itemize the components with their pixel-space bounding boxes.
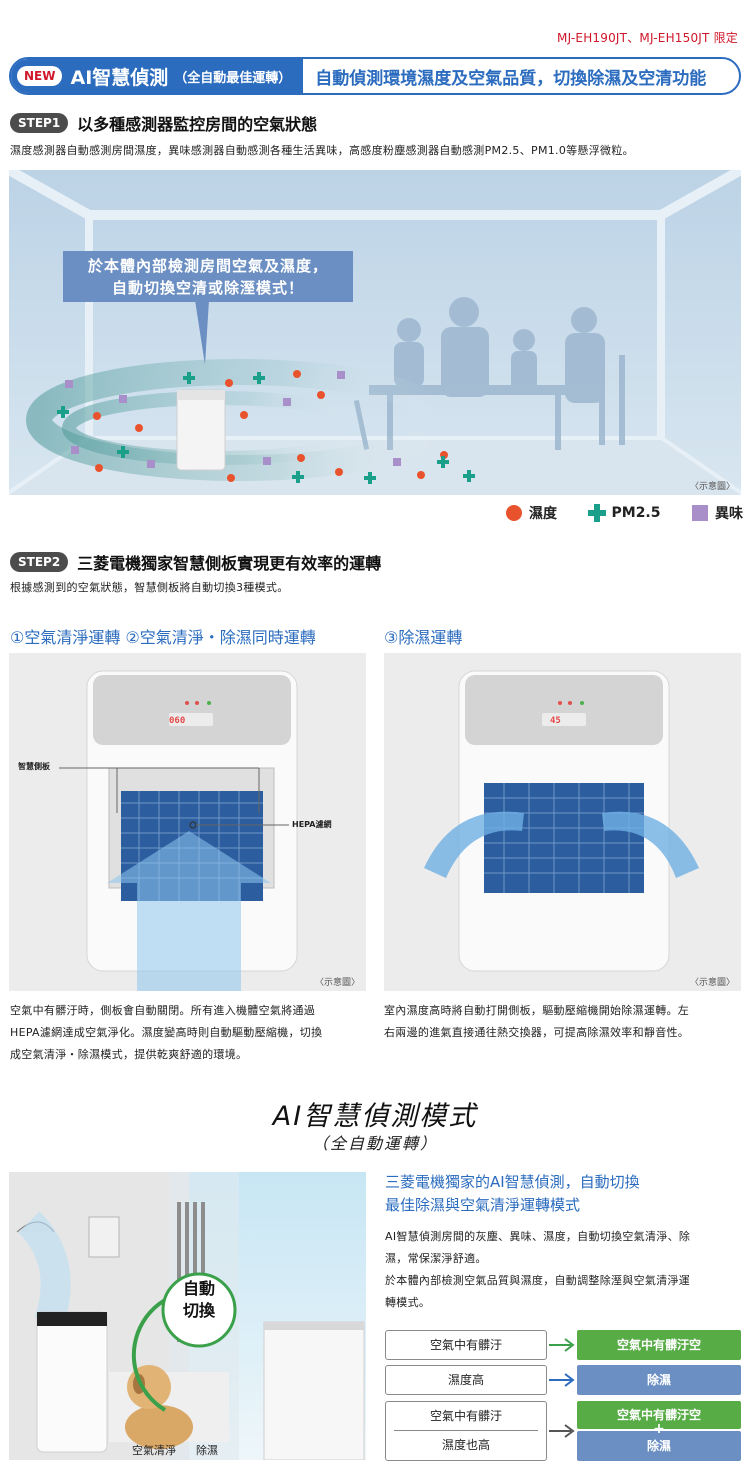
- device-photo-left: 060 智慧側板 HEPA濾網 〈示意圖〉: [9, 653, 366, 991]
- switch-label: 自動 切換: [181, 1278, 217, 1322]
- ai-heading-line-2: 最佳除濕與空氣清淨運轉模式: [385, 1196, 581, 1214]
- legend: 濕度 PM2.5 異味: [505, 503, 743, 523]
- page-title: AI智慧偵測: [70, 66, 169, 89]
- desc-left-line: 成空氣清淨・除濕模式，提供乾爽舒適的環境。: [10, 1048, 248, 1061]
- desc-right-line: 室內濕度高時將自動打開側板，驅動壓縮機開始除濕運轉。左: [384, 1004, 690, 1017]
- step2-badge: STEP2: [10, 552, 69, 572]
- legend-odor: 異味: [691, 503, 743, 523]
- mode-title-left: ①空氣清淨運轉 ②空氣清淨・除濕同時運轉: [10, 628, 316, 647]
- device-left: [9, 653, 366, 991]
- ai-desc-line: 濕，常保潔淨舒適。: [385, 1252, 487, 1265]
- ai-desc-line: AI智慧偵測房間的灰塵、異味、濕度，自動切換空氣清淨、除: [385, 1230, 691, 1243]
- page-title-sub: （全自動最佳運轉）: [174, 70, 292, 86]
- new-badge: NEW: [17, 66, 63, 86]
- ai-desc-line: 於本體內部檢測空氣品質與濕度，自動調整除溼與空氣清淨運: [385, 1274, 691, 1287]
- legend-humidity: 濕度: [505, 503, 557, 523]
- condition-box: 濕度高: [385, 1365, 547, 1395]
- desc-right-line: 右兩邊的進氣直接通往熱交換器，可提高除濕效率和靜音性。: [384, 1026, 690, 1039]
- square-icon: [692, 505, 708, 521]
- demo-note-right: 〈示意圖〉: [689, 978, 735, 988]
- room-scene: [9, 170, 741, 495]
- result-box-air-clean-combo: 空氣中有髒汙空: [577, 1401, 741, 1429]
- desc-left: 空氣中有髒汙時，側板會自動關閉。所有進入機體空氣將通過 HEPA濾網達成空氣淨化…: [10, 1000, 370, 1066]
- device-right: [384, 653, 741, 991]
- result-box-dehumidify-combo: 除濕: [577, 1431, 741, 1461]
- result-box-air-clean: 空氣中有髒汙空: [577, 1330, 741, 1360]
- step2-heading: 三菱電機獨家智慧側板實現更有效率的運轉: [77, 554, 382, 573]
- bubble-line-1: 於本體內部檢測房間空氣及濕度，: [87, 257, 328, 275]
- legend-label: 濕度: [529, 506, 557, 522]
- model-note: MJ-EH190JT、MJ-EH150JT 限定: [557, 31, 738, 45]
- caption-dehumidify: 除濕: [196, 1444, 218, 1457]
- title-block: NEW AI智慧偵測 （全自動最佳運轉）: [11, 59, 304, 93]
- condition-combo-a: 空氣中有髒汙: [394, 1402, 538, 1431]
- label-hepa: HEPA濾網: [292, 820, 332, 829]
- result-box-dehumidify: 除濕: [577, 1365, 741, 1395]
- ai-description: AI智慧偵測房間的灰塵、異味、濕度，自動切換空氣清淨、除 濕，常保潔淨舒適。 於…: [385, 1226, 745, 1314]
- desc-left-line: 空氣中有髒汙時，側板會自動關閉。所有進入機體空氣將通過: [10, 1004, 316, 1017]
- arrow-right-icon: [549, 1338, 575, 1352]
- demo-note-left: 〈示意圖〉: [314, 978, 360, 988]
- plus-sign: +: [653, 1421, 665, 1437]
- ai-title: AI智慧偵測模式: [272, 1101, 478, 1132]
- display-readout-left: 060: [169, 716, 186, 726]
- legend-label: 異味: [715, 506, 743, 522]
- title-bar: NEW AI智慧偵測 （全自動最佳運轉） 自動偵測環境濕度及空氣品質，切換除濕及…: [9, 57, 741, 95]
- desc-left-line: HEPA濾網達成空氣淨化。濕度變高時則自動驅動壓縮機，切換: [10, 1026, 323, 1039]
- condition-box: 空氣中有髒汙: [385, 1330, 547, 1360]
- step2-header: STEP2 三菱電機獨家智慧側板實現更有效率的運轉: [10, 550, 381, 574]
- caption-air-purify: 空氣清淨: [132, 1444, 176, 1457]
- demo-note-room: 〈示意圖〉: [689, 482, 735, 492]
- step1-heading: 以多種感測器監控房間的空氣狀態: [77, 115, 318, 134]
- step2-text: 根據感測到的空氣狀態，智慧側板將自動切換3種模式。: [10, 581, 289, 594]
- step1-header: STEP1 以多種感測器監控房間的空氣狀態: [10, 111, 317, 135]
- display-readout-right: 45: [550, 716, 561, 726]
- living-room-scene: [9, 1172, 366, 1460]
- condition-combo-b: 濕度也高: [441, 1438, 490, 1452]
- legend-label: PM2.5: [611, 505, 661, 521]
- legend-pm25: PM2.5: [587, 504, 661, 522]
- arrow-right-icon: [549, 1373, 575, 1387]
- ai-desc-line: 轉模式。: [385, 1296, 431, 1309]
- step1-badge: STEP1: [10, 113, 69, 133]
- room-illustration: 〈示意圖〉: [9, 170, 741, 495]
- ai-heading-line-1: 三菱電機獨家的AI智慧偵測，自動切換: [385, 1173, 640, 1191]
- step1-text: 濕度感測器自動感測房間濕度，異味感測器自動感測各種生活異味，高感度粉塵感測器自動…: [10, 144, 634, 157]
- condition-box-combo: 空氣中有髒汙 濕度也高: [385, 1401, 547, 1461]
- ai-subtitle: （全自動運轉）: [311, 1134, 438, 1153]
- desc-right: 室內濕度高時將自動打開側板，驅動壓縮機開始除濕運轉。左 右兩邊的進氣直接通往熱交…: [384, 1000, 744, 1044]
- title-description: 自動偵測環境濕度及空氣品質，切換除濕及空清功能: [315, 68, 707, 89]
- info-bubble: 於本體內部檢測房間空氣及濕度， 自動切換空清或除溼模式！: [63, 251, 353, 302]
- label-side-panel: 智慧側板: [18, 762, 50, 771]
- device-photo-right: 45 〈示意圖〉: [384, 653, 741, 991]
- arrow-right-icon: [549, 1424, 575, 1438]
- switch-line-2: 切換: [182, 1301, 215, 1320]
- mode-title-right: ③除濕運轉: [384, 628, 463, 647]
- ai-heading: 三菱電機獨家的AI智慧偵測，自動切換 最佳除濕與空氣清淨運轉模式: [385, 1171, 745, 1217]
- cross-icon: [587, 504, 606, 522]
- living-room-photo: 自動 切換 空氣清淨 除濕: [9, 1172, 366, 1460]
- circle-icon: [506, 505, 522, 521]
- switch-line-1: 自動: [182, 1279, 215, 1298]
- bubble-line-2: 自動切換空清或除溼模式！: [111, 279, 304, 297]
